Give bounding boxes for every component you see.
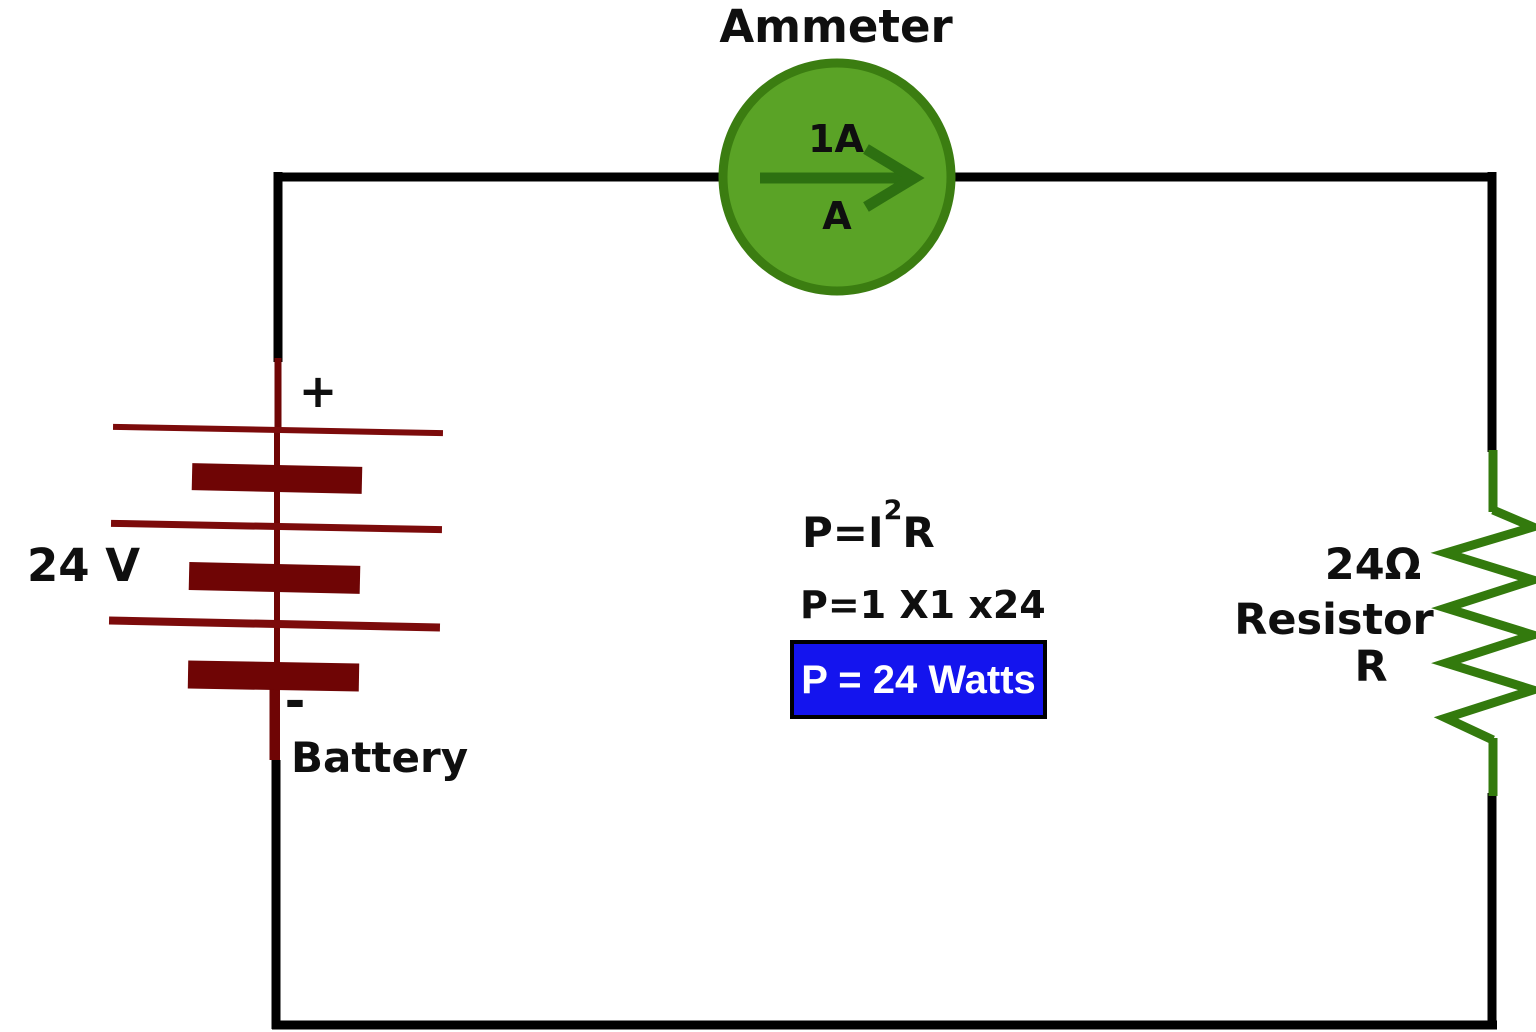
battery-plus-label: + bbox=[298, 364, 338, 418]
battery-symbol bbox=[108, 358, 444, 760]
battery-bar-2 bbox=[188, 562, 361, 594]
formula-power-law-suffix: R bbox=[902, 508, 935, 557]
battery-voltage-label: 24 V bbox=[27, 539, 141, 592]
formula-power-law-exponent: 2 bbox=[883, 495, 903, 526]
battery-plate-1 bbox=[112, 423, 444, 437]
resistor-zigzag bbox=[1430, 505, 1536, 745]
formula-power-law: P=I2R bbox=[802, 497, 935, 554]
battery-name-label: Battery bbox=[291, 733, 469, 782]
ammeter-current-label: 1A bbox=[808, 117, 864, 161]
battery-plate-2 bbox=[110, 519, 443, 534]
power-result-text: P = 24 Watts bbox=[801, 657, 1036, 702]
formula-substitution: P=1 X1 x24 bbox=[800, 583, 1046, 627]
ammeter-title: Ammeter bbox=[719, 0, 953, 53]
resistor-symbol-shape bbox=[1430, 450, 1536, 796]
resistor-name-label: Resistor bbox=[1234, 595, 1434, 645]
resistor-value-label: 24Ω bbox=[1324, 540, 1422, 590]
battery-plate-3 bbox=[108, 616, 441, 632]
current-arrow-head bbox=[863, 144, 925, 212]
battery-bar-1 bbox=[191, 463, 363, 494]
resistor-symbol-label: R bbox=[1354, 642, 1388, 692]
battery-bar-3 bbox=[187, 660, 360, 692]
formula-power-law-base: P=I bbox=[802, 508, 884, 557]
battery-minus-label: - bbox=[284, 672, 306, 730]
ammeter-meter-letter: A bbox=[822, 194, 852, 238]
power-result-box: P = 24 Watts bbox=[790, 640, 1047, 719]
current-arrow-icon bbox=[760, 144, 925, 212]
